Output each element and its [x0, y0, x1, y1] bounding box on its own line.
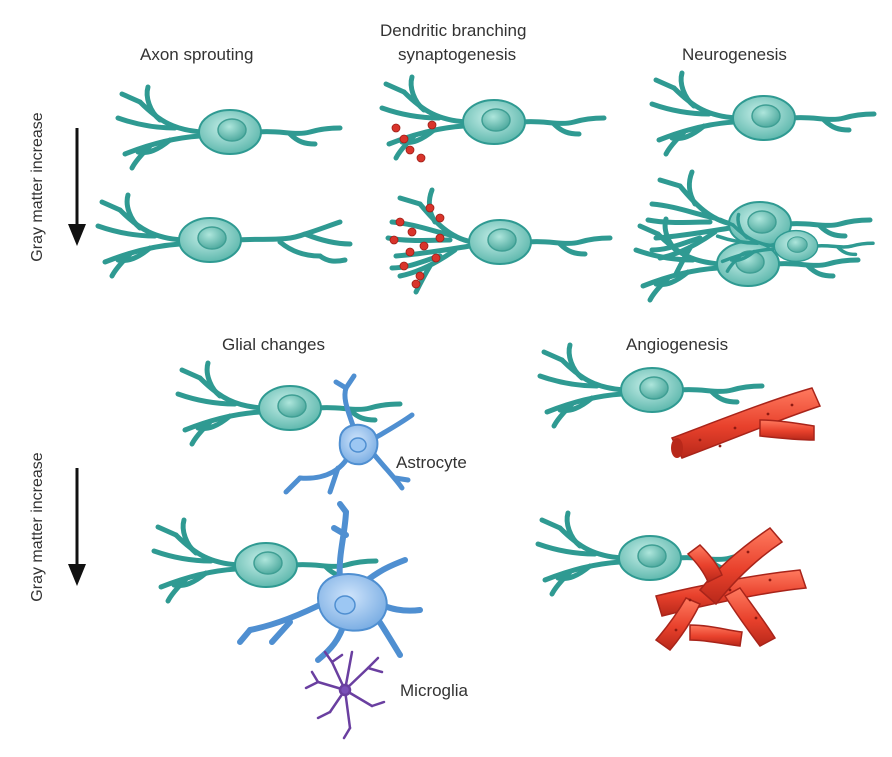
arrow-bottom — [66, 466, 88, 588]
neuron-angio-before — [540, 345, 762, 426]
label-glial-changes: Glial changes — [222, 335, 326, 354]
label-axon-sprouting: Axon sprouting — [140, 45, 254, 64]
label-neurogenesis: Neurogenesis — [682, 45, 787, 64]
neuron-axon-before — [118, 87, 340, 168]
arrow-top — [66, 126, 88, 248]
neuron-axon-after — [98, 195, 350, 276]
label-angiogenesis: Angiogenesis — [626, 335, 729, 354]
astrocyte-small — [283, 373, 415, 495]
label-dendritic-branching: Dendritic branching — [380, 21, 527, 40]
label-microglia: Microglia — [400, 681, 469, 700]
blood-vessel-small — [670, 387, 822, 459]
neuron-dendritic-before — [382, 77, 604, 163]
neuron-neurogenesis-before — [652, 73, 874, 154]
label-synaptogenesis: synaptogenesis — [398, 45, 517, 64]
label-astrocyte: Astrocyte — [396, 453, 467, 472]
blood-vessel-large — [654, 527, 808, 652]
neuron-dendritic-after — [388, 190, 610, 292]
astrocyte-large — [237, 501, 423, 663]
neuron-neurogenesis-after — [636, 172, 875, 300]
microglia — [304, 650, 386, 740]
